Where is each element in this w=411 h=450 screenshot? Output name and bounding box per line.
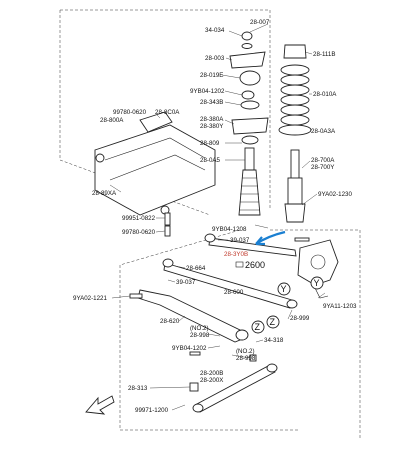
part-label: 39-037	[176, 279, 196, 286]
strut-top-parts	[229, 31, 269, 216]
part-label: 28-999	[290, 315, 310, 322]
upper-seat-icon	[283, 44, 307, 59]
nut-icon	[241, 90, 255, 100]
part-icon	[235, 261, 244, 268]
highlight-price: 2600	[245, 260, 265, 270]
bushing-icon	[239, 70, 261, 86]
part-label: 28-0A3A	[311, 128, 336, 135]
part-label: 34-318	[264, 337, 284, 344]
bushing-icon	[235, 329, 249, 341]
part-label: 28-0A5	[200, 157, 221, 164]
bushing-icon	[162, 258, 174, 268]
part-label: 99780-0620	[122, 229, 156, 236]
bracket-icon	[139, 111, 173, 133]
bushing-icon	[286, 299, 298, 309]
bearing-icon	[241, 135, 259, 145]
part-label: 34-034	[205, 27, 225, 34]
bolt-icon	[294, 237, 310, 242]
shock-bracket-icon	[284, 203, 306, 223]
marker-z	[251, 320, 265, 334]
part-label: (NO.2)	[190, 325, 209, 332]
part-label: 28-380A	[200, 116, 224, 123]
control-arms	[129, 233, 310, 413]
arrowhead-icon	[255, 236, 265, 246]
part-label: (NO.2)	[236, 348, 255, 355]
crossmember-icon	[94, 124, 216, 216]
part-label: 28-200B	[200, 370, 223, 377]
strut-mount-icon	[231, 117, 269, 135]
part-label: 28-664	[186, 265, 206, 272]
front-arrow-icon	[85, 395, 115, 415]
spring-seat-icon	[278, 124, 312, 136]
part-label: 28-343B	[200, 99, 223, 106]
part-label: 39-037	[230, 237, 250, 244]
marker-y-label: Y	[314, 278, 320, 288]
shock-body-icon	[287, 177, 303, 207]
knuckle-icon	[297, 239, 339, 286]
spring-shock	[278, 44, 312, 223]
shock-rod-icon	[290, 149, 300, 181]
part-label: 28-809	[200, 140, 220, 147]
part-label: 28-8C0A	[155, 109, 180, 116]
mount-plate-icon	[229, 51, 266, 69]
part-label: 28-620	[160, 318, 180, 325]
part-label: 28-019E	[200, 72, 223, 79]
part-label: 28-700Y	[311, 164, 334, 171]
part-labels: 28-007 34-034 28-003 28-111B 28-019E 9YB…	[73, 19, 357, 414]
marker-z-label: Z	[255, 322, 261, 332]
bolt-icon	[189, 351, 201, 356]
bump-stop-icon	[244, 147, 255, 171]
marker-y-label: Y	[281, 284, 287, 294]
part-label: 9YA02-1221	[73, 295, 108, 302]
part-label: 28-600	[224, 289, 244, 296]
bolt-icon	[95, 153, 105, 163]
part-label: 28-700A	[311, 157, 335, 164]
highlight-arrow	[235, 230, 286, 268]
bushing-icon	[192, 403, 204, 413]
subframe	[94, 111, 216, 237]
part-label: 28-111B	[313, 51, 335, 58]
part-label: 28-313	[128, 385, 148, 392]
highlighted-part: 28-3Y0B 2600	[224, 251, 265, 270]
leader-lines	[109, 23, 326, 411]
part-label: 28-998	[236, 355, 256, 362]
part-label: 9YB04-1202	[190, 88, 225, 95]
marker-y	[277, 282, 291, 296]
upper-arm-icon	[208, 237, 297, 257]
nut-icon	[241, 31, 253, 41]
marker-y	[310, 276, 324, 290]
bolt-icon	[129, 293, 143, 299]
part-label: 9YB04-1208	[212, 226, 247, 233]
part-label: 28-89XA	[92, 190, 117, 197]
washer-icon	[241, 43, 253, 49]
part-label: 9YA11-1203	[323, 303, 357, 310]
direction-arrow	[85, 395, 115, 415]
bushing-icon	[204, 233, 216, 243]
part-label: 28-200X	[200, 377, 223, 384]
marker-z-label: Z	[270, 317, 276, 327]
washer-icon	[189, 382, 199, 392]
part-label: 9YA02-1230	[318, 191, 353, 198]
part-label: 28-010A	[313, 91, 337, 98]
part-label: 28-003	[205, 55, 225, 62]
part-label: 28-998	[190, 332, 210, 339]
part-label: 28-800A	[100, 117, 124, 124]
dust-boot-icon	[238, 169, 261, 216]
part-label: 9YB04-1202	[172, 345, 207, 352]
bushing-icon	[266, 363, 278, 373]
part-label: 28-007	[250, 19, 270, 26]
part-label: 99951-0822	[122, 215, 156, 222]
bolt-icon	[164, 212, 171, 226]
part-label: 99971-1200	[135, 407, 169, 414]
part-label: 99780-0620	[113, 109, 147, 116]
washer-icon	[240, 100, 260, 110]
marker-z	[266, 315, 280, 329]
highlight-code: 28-3Y0B	[224, 251, 248, 258]
markers: Y Z Y Z	[251, 276, 324, 334]
part-label: 28-380Y	[200, 123, 223, 130]
bolt-icon	[164, 225, 171, 237]
